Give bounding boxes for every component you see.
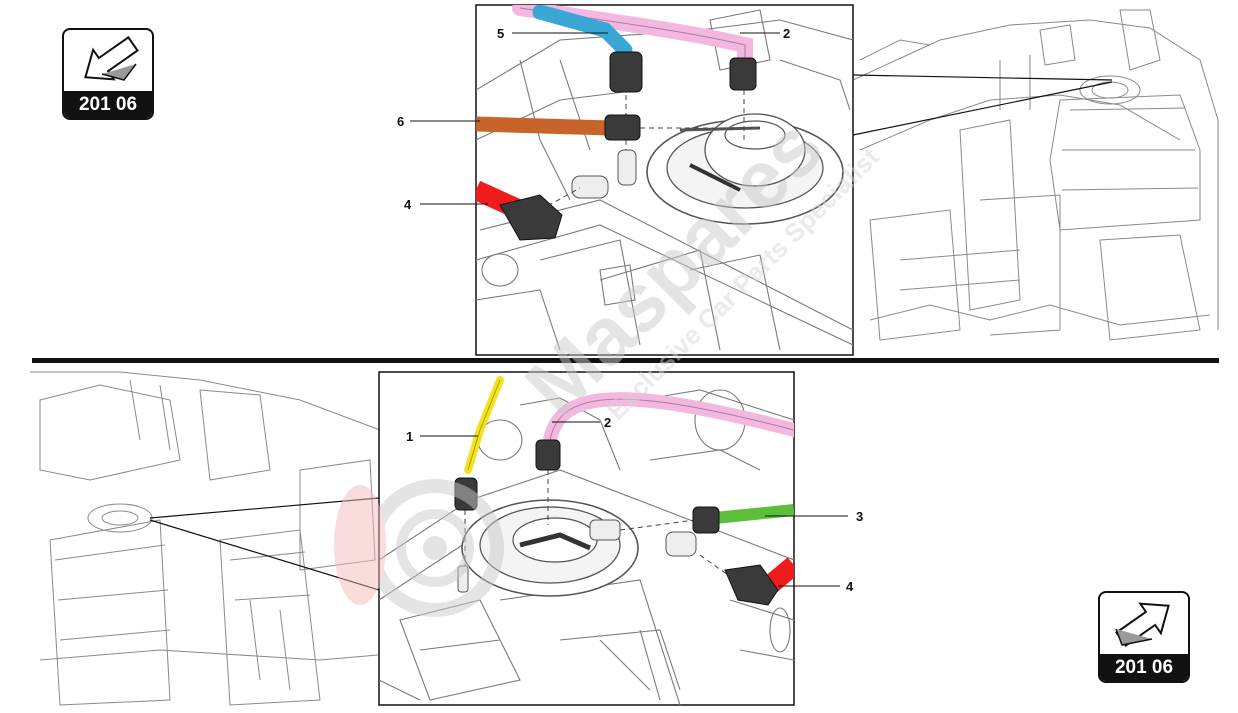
callout-3: 3: [856, 509, 863, 524]
detail-art-top: [476, 5, 853, 351]
quick-connector-2-bottom: [535, 439, 561, 471]
arrow-up-right-icon: [1100, 593, 1188, 655]
callout-4-bottom: 4: [846, 579, 854, 594]
next-page-code: 201 06: [1100, 654, 1188, 681]
arrow-up-left-icon: [64, 30, 152, 92]
quick-connector-2-top: [729, 57, 757, 91]
callouts-bottom: [420, 421, 848, 587]
quick-connector-3: [692, 506, 720, 534]
blue-hose-top: [532, 5, 633, 58]
chassis-line-art-bottom-left: [30, 371, 381, 706]
green-hose-bottom: [714, 504, 794, 524]
quick-connector-4-top: [499, 194, 563, 241]
red-hose-bottom: [763, 557, 794, 593]
quick-connector-5: [609, 51, 643, 93]
next-page-badge[interactable]: 201 06: [1098, 591, 1190, 683]
quick-connector-4-bottom: [724, 564, 779, 606]
quick-connector-6: [604, 114, 641, 141]
callout-2-top: 2: [783, 26, 790, 41]
prev-page-badge[interactable]: 201 06: [62, 28, 154, 120]
chassis-line-art-top-right: [852, 9, 1219, 341]
callout-4-top: 4: [404, 197, 412, 212]
callout-6: 6: [397, 114, 404, 129]
callouts-top: [410, 32, 780, 205]
callout-5: 5: [497, 26, 504, 41]
callout-2-bottom: 2: [604, 415, 611, 430]
prev-page-code: 201 06: [64, 91, 152, 118]
callout-1: 1: [406, 429, 413, 444]
orange-hose-top: [476, 116, 611, 136]
section-divider: [32, 358, 1219, 363]
